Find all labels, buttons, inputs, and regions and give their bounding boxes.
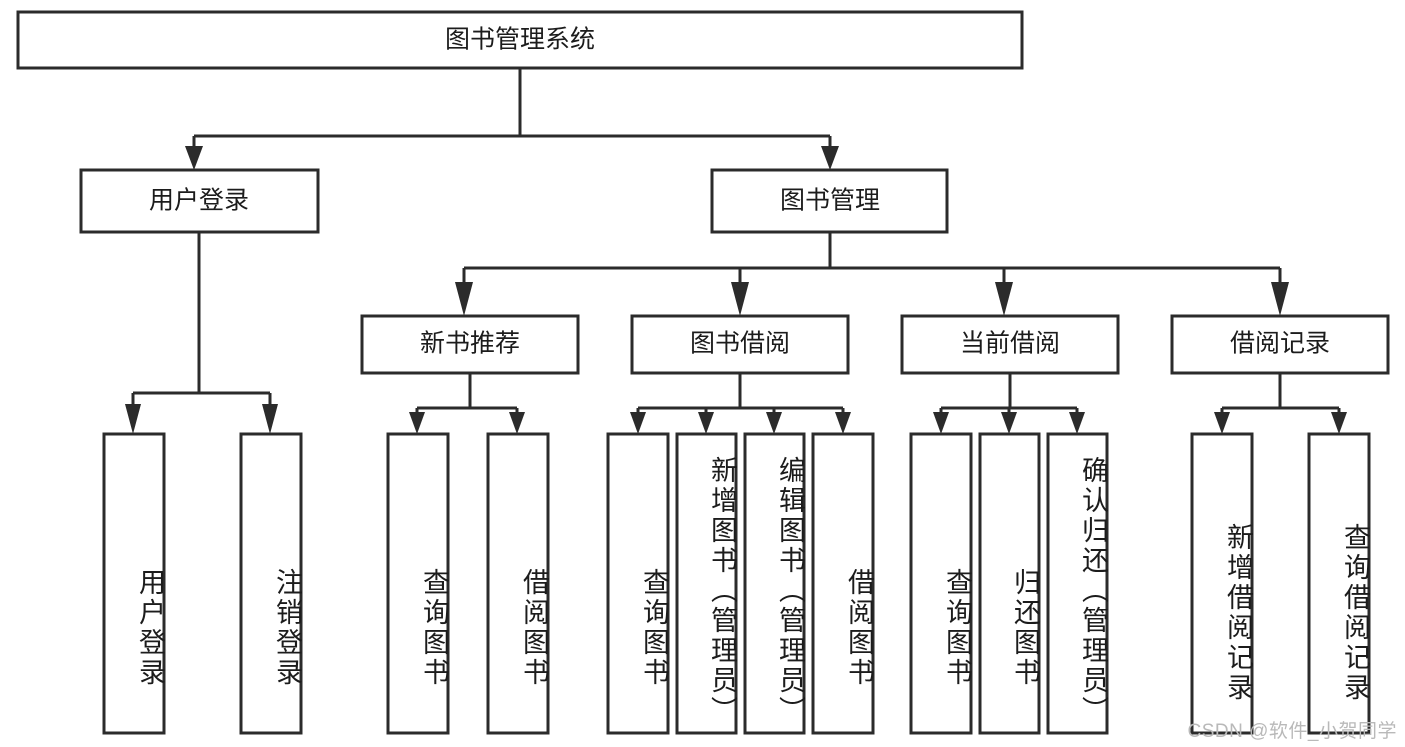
- arrow-head-leaf-current-borrow-1: [1001, 412, 1017, 434]
- arrow-head-leaf-book-borrow-3: [835, 412, 851, 434]
- arrow-head-leaf-new-book-0: [409, 412, 425, 434]
- arrow-head-leaf-user-login-0: [125, 404, 141, 434]
- node-borrow-record[interactable]: 借阅记录: [1170, 314, 1390, 375]
- leaf-boxes-borrow-record: [1190, 432, 1371, 735]
- arrow-head-leaf-book-borrow-0: [630, 412, 646, 434]
- node-user-login-box[interactable]: [79, 168, 320, 234]
- node-book-borrow-box[interactable]: [630, 314, 850, 375]
- leaf-box-new-book-1[interactable]: [486, 432, 550, 735]
- node-current-borrow[interactable]: 当前借阅: [900, 314, 1120, 375]
- leaf-box-borrow-record-0[interactable]: [1190, 432, 1254, 735]
- node-book-manage-label: 图书管理: [780, 187, 880, 215]
- connector-group-borrow-record-leaves: [1214, 373, 1347, 434]
- leaf-box-book-borrow-2[interactable]: [743, 432, 806, 735]
- node-book-manage-box[interactable]: [710, 168, 949, 234]
- node-user-login-label: 用户登录: [149, 187, 249, 215]
- connector-group-book-borrow-leaves: [630, 373, 851, 434]
- arrow-head-leaf-borrow-record-0: [1214, 412, 1230, 434]
- arrow-head-borrow-record: [1271, 282, 1289, 316]
- node-book-manage[interactable]: 图书管理: [710, 168, 949, 234]
- connector-group-book-manage: [455, 232, 1289, 316]
- leaf-box-new-book-0[interactable]: [386, 432, 450, 735]
- arrow-head-book-manage: [821, 146, 839, 170]
- leaf-boxes-book-borrow: [606, 432, 875, 735]
- arrow-head-new-book-recommend: [455, 282, 473, 316]
- connector-group-new-book-leaves: [409, 373, 525, 434]
- leaf-box-current-borrow-2[interactable]: [1046, 432, 1109, 735]
- leaf-boxes-new-book: [386, 432, 550, 735]
- arrow-head-leaf-book-borrow-2: [766, 412, 782, 434]
- node-book-borrow-label: 图书借阅: [690, 330, 790, 358]
- csdn-watermark: CSDN @软件_小贺同学: [1187, 721, 1397, 742]
- leaf-box-current-borrow-1[interactable]: [978, 432, 1041, 735]
- connector-group-root: [185, 68, 839, 170]
- leaf-boxes-user-login: [102, 432, 303, 735]
- node-current-borrow-box[interactable]: [900, 314, 1120, 375]
- arrow-head-current-borrow: [995, 282, 1013, 316]
- node-new-book-recommend-label: 新书推荐: [420, 330, 520, 358]
- arrow-head-leaf-borrow-record-1: [1331, 412, 1347, 434]
- node-root-label: 图书管理系统: [445, 26, 595, 54]
- arrow-head-user-login: [185, 146, 203, 170]
- arrow-head-leaf-user-login-1: [262, 404, 278, 434]
- leaf-box-book-borrow-1[interactable]: [675, 432, 738, 735]
- node-root-box[interactable]: [16, 10, 1024, 70]
- connector-group-current-borrow-leaves: [933, 373, 1085, 434]
- arrow-head-leaf-current-borrow-2: [1069, 412, 1085, 434]
- leaf-box-borrow-record-1[interactable]: [1307, 432, 1371, 735]
- leaf-box-user-login-0[interactable]: [102, 432, 166, 735]
- leaf-box-book-borrow-3[interactable]: [811, 432, 875, 735]
- connector-group-user-login-leaves: [125, 232, 278, 434]
- node-user-login[interactable]: 用户登录: [79, 168, 320, 234]
- arrow-head-leaf-new-book-1: [509, 412, 525, 434]
- arrow-head-book-borrow: [731, 282, 749, 316]
- leaf-box-book-borrow-0[interactable]: [606, 432, 670, 735]
- node-new-book-recommend[interactable]: 新书推荐: [360, 314, 580, 375]
- node-book-borrow[interactable]: 图书借阅: [630, 314, 850, 375]
- node-root[interactable]: 图书管理系统: [16, 10, 1024, 70]
- leaf-box-current-borrow-0[interactable]: [909, 432, 973, 735]
- arrow-head-leaf-book-borrow-1: [698, 412, 714, 434]
- node-current-borrow-label: 当前借阅: [960, 330, 1060, 358]
- arrow-head-leaf-current-borrow-0: [933, 412, 949, 434]
- node-borrow-record-label: 借阅记录: [1230, 330, 1330, 358]
- node-new-book-recommend-box[interactable]: [360, 314, 580, 375]
- leaf-boxes-current-borrow: [909, 432, 1109, 735]
- node-borrow-record-box[interactable]: [1170, 314, 1390, 375]
- leaf-box-user-login-1[interactable]: [239, 432, 303, 735]
